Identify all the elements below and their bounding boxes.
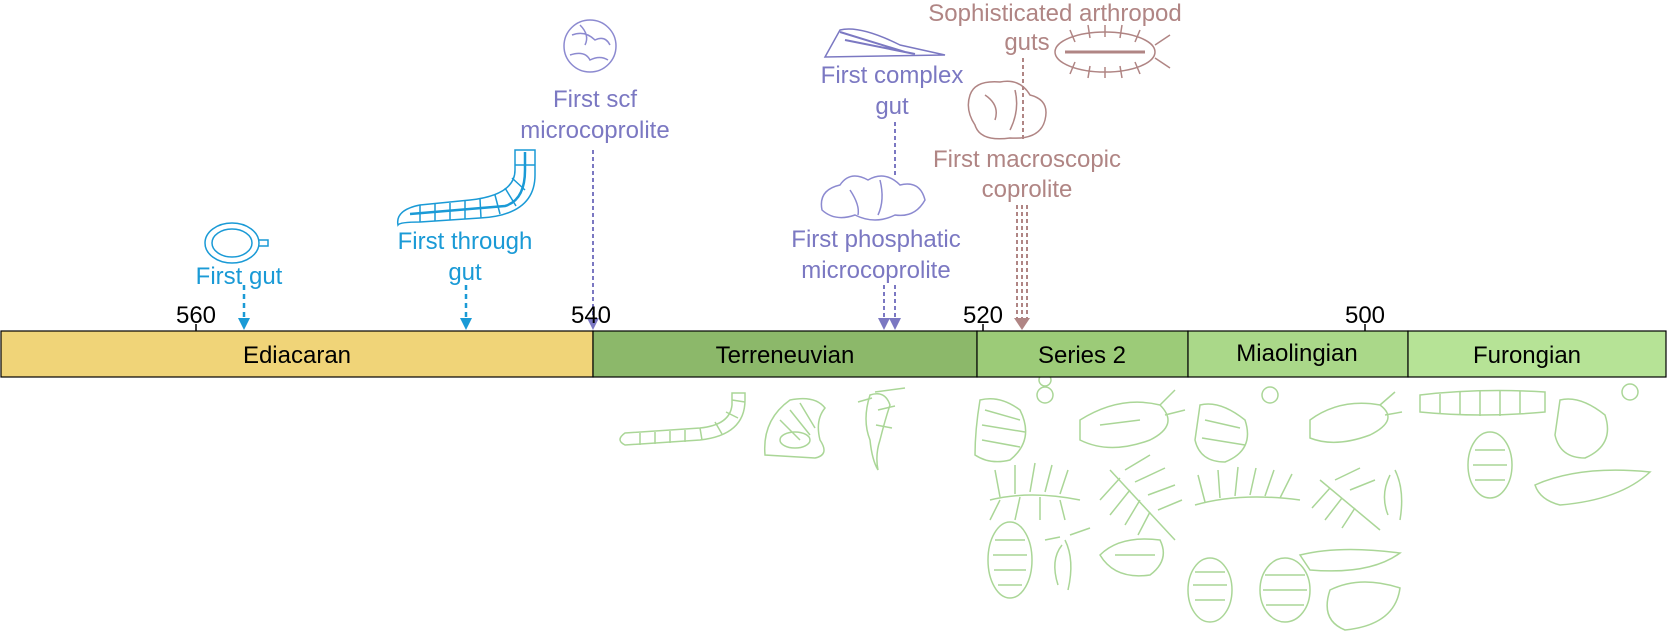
first-through-gut-label-line1: First through: [398, 228, 533, 255]
period-label-ediacaran: Ediacaran: [243, 342, 351, 369]
macroscopic-coprolite-arrow: [1014, 205, 1030, 330]
arthropod-guts-icon: [1054, 24, 1171, 79]
trilobite2-fossil-icon: [1187, 557, 1233, 623]
anomalocarid2-fossil-icon: [1309, 391, 1403, 444]
trilobite3-fossil-icon: [1259, 557, 1311, 623]
shrimp2-fossil-icon: [1044, 527, 1091, 591]
period-bar: [0, 330, 1667, 378]
first-gut-label: First gut: [196, 263, 283, 290]
first-complex-gut-label-line1: First complex: [821, 62, 964, 89]
first-through-gut-label-line2: gut: [448, 259, 482, 286]
tick-label-540: 540: [571, 302, 611, 329]
trilobite-fossil-icon: [987, 521, 1033, 599]
crustacean2-fossil-icon: [1194, 386, 1279, 463]
fossil-illustrations: [619, 373, 1652, 631]
crustacean3-fossil-icon: [1554, 383, 1639, 459]
first-phosphatic-arrow: [878, 285, 901, 330]
complex-gut-shell-icon: [823, 28, 946, 58]
anomalocarid-fossil-icon: [1036, 373, 1186, 449]
event-labels: First gut First through gut First scf mi…: [196, 0, 1182, 290]
first-phosphatic-label-line2: microcoprolite: [801, 257, 950, 284]
arthropod-guts-label-line1: Sophisticated arthropod: [928, 0, 1182, 27]
arthropod-guts-label-line2: guts: [1004, 29, 1049, 56]
worm-fossil-icon: [619, 392, 746, 446]
event-arrows: [238, 58, 1030, 330]
macroscopic-coprolite-label-line2: coprolite: [982, 176, 1073, 203]
bivalved-arthropod2-fossil-icon: [1298, 548, 1402, 631]
first-scf-label-line2: microcoprolite: [520, 117, 669, 144]
period-series-2: [976, 330, 1189, 378]
first-scf-arrow: [587, 150, 599, 330]
first-complex-gut-label-line2: gut: [875, 93, 909, 120]
fish-fossil-icon: [1534, 469, 1652, 506]
macroscopic-coprolite-icon: [967, 80, 1047, 140]
worm2-fossil-icon: [1419, 389, 1546, 416]
first-scf-label-line1: First scf: [553, 86, 637, 113]
macroscopic-coprolite-label-line1: First macroscopic: [933, 146, 1121, 173]
period-label-series-2: Series 2: [1038, 342, 1126, 369]
snail-fossil-icon: [763, 397, 826, 459]
shrimp3-fossil-icon: [1383, 469, 1403, 521]
hallucigenia2-fossil-icon: [1194, 466, 1301, 506]
period-ediacaran: [0, 330, 594, 378]
gut-sac-icon: [204, 222, 269, 264]
scf-microcoprolite-icon: [563, 19, 617, 73]
bivalved-arthropod-fossil-icon: [1099, 538, 1165, 577]
event-illustrations: [204, 19, 1171, 264]
period-labels: Ediacaran Terreneuvian Series 2 Miaoling…: [243, 340, 1581, 369]
time-axis: 560 540 520 500: [176, 302, 1385, 331]
period-furongian: [1407, 330, 1667, 378]
phosphatic-microcoprolite-icon: [820, 175, 926, 221]
feather2-fossil-icon: [1311, 467, 1381, 531]
hallucigenia-fossil-icon: [989, 462, 1081, 521]
first-through-gut-arrow: [460, 285, 472, 330]
through-gut-worm-icon: [396, 149, 536, 227]
period-label-terreneuvian: Terreneuvian: [716, 342, 855, 369]
first-gut-arrow: [238, 285, 250, 330]
crustacean-fossil-icon: [974, 398, 1027, 463]
shrimp-fossil-icon: [857, 387, 906, 471]
first-phosphatic-label-line1: First phosphatic: [791, 226, 960, 253]
trilobite4-fossil-icon: [1467, 431, 1513, 499]
period-label-miaolingian: Miaolingian: [1236, 340, 1357, 367]
feather-fossil-icon: [1099, 454, 1183, 541]
period-label-furongian: Furongian: [1473, 342, 1581, 369]
